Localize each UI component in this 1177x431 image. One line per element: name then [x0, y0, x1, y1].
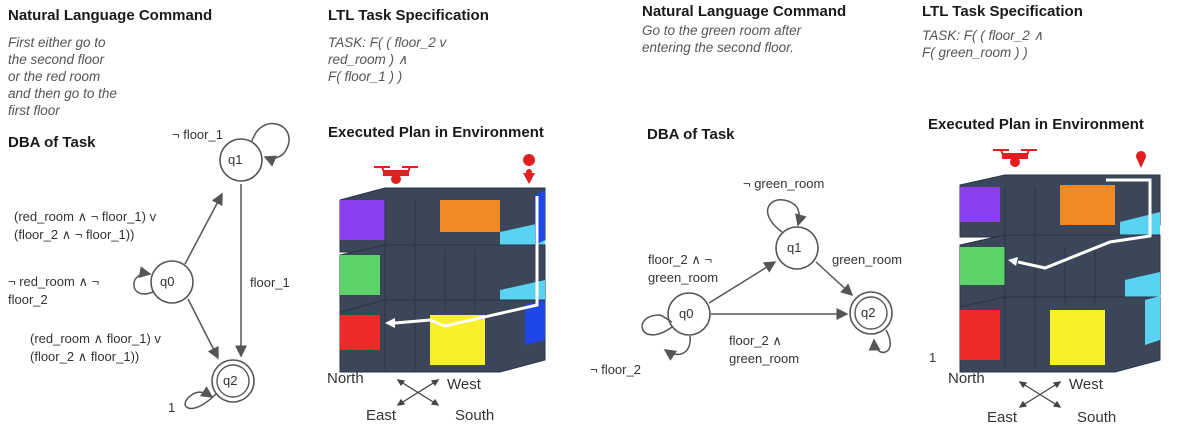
left-edge-q0-self-label: ¬ red_room ∧ ¬ floor_2 — [8, 273, 99, 309]
left-drone-icon — [374, 166, 418, 184]
right-edge-line: green_room — [729, 351, 800, 366]
right-plan-path — [1017, 178, 1152, 270]
right-edge-q1-q2 — [815, 261, 854, 297]
left-nl-title: Natural Language Command — [8, 7, 213, 24]
left-q1-label: q1 — [228, 152, 243, 167]
left-compass-east: East — [366, 407, 397, 424]
left-red-room — [340, 315, 380, 350]
left-q2-label: q2 — [223, 373, 238, 388]
right-orange-room — [1060, 185, 1115, 225]
right-ltl-line: TASK: F( ( floor_2 ∧ — [922, 28, 1044, 43]
left-nl-line: first floor — [8, 103, 60, 118]
left-state-q0 — [150, 260, 194, 304]
right-edge-q0-q1 — [708, 261, 777, 304]
left-edge-q0-q2-label: (red_room ∧ floor_1) v (floor_2 ∧ floor_… — [30, 330, 161, 366]
left-edge-q0-q1-label: (red_room ∧ ¬ floor_1) v (floor_2 ∧ ¬ fl… — [14, 208, 156, 244]
left-plan-path — [394, 196, 539, 328]
right-compass-south: South — [1077, 409, 1117, 426]
right-compass-west: West — [1069, 376, 1103, 393]
left-edge-line: (floor_2 ∧ ¬ floor_1)) — [14, 227, 135, 242]
left-edge-q1-q2-label: floor_1 — [250, 275, 290, 290]
left-green-room — [340, 255, 380, 295]
left-ltl-line: TASK: F( ( floor_2 v — [328, 35, 447, 50]
left-nl-text: First either go to the second floor or t… — [8, 34, 117, 119]
left-edge-line: (floor_2 ∧ floor_1)) — [30, 349, 140, 364]
right-compass-north: North — [948, 370, 985, 387]
left-ltl-text: TASK: F( ( floor_2 v red_room ) ∧ F( flo… — [328, 34, 446, 85]
right-edge-q0-q1-label: floor_2 ∧ ¬ green_room — [648, 251, 718, 287]
right-nl-line: Go to the green room after — [642, 23, 802, 38]
right-edge-q0-q2-label: floor_2 ∧ green_room — [729, 332, 799, 368]
left-nl-line: the second floor — [8, 52, 105, 67]
left-edge-q2-self — [184, 386, 217, 410]
left-dba-title: DBA of Task — [8, 134, 96, 151]
left-compass-west: West — [447, 376, 481, 393]
right-nl-text: Go to the green room after entering the … — [642, 22, 801, 56]
left-state-q1 — [219, 138, 263, 182]
left-yellow-room — [430, 315, 485, 365]
left-compass-north: North — [327, 370, 364, 387]
right-state-q1 — [775, 226, 819, 270]
left-purple-room — [340, 200, 385, 240]
right-q0-label: q0 — [679, 306, 694, 321]
right-edge-q1-self-label: ¬ green_room — [743, 176, 825, 191]
right-edge-line: floor_2 ∧ ¬ — [648, 252, 713, 267]
right-ltl-text: TASK: F( ( floor_2 ∧ F( green_room ) ) — [922, 27, 1043, 61]
right-q1-label: q1 — [787, 240, 802, 255]
right-compass-east: East — [987, 409, 1018, 426]
left-edge-line: (red_room ∧ ¬ floor_1) v — [14, 209, 157, 224]
right-q2-label: q2 — [861, 305, 876, 320]
right-edge-q2-self — [868, 329, 891, 354]
left-state-q2 — [211, 359, 255, 403]
right-drone-icon — [993, 149, 1037, 167]
right-edge-q2-self-label: 1 — [929, 350, 937, 365]
right-goal-pin-icon — [1136, 151, 1146, 168]
right-edge-q1-self — [767, 199, 807, 233]
right-state-q2 — [849, 291, 893, 335]
left-plan-title: Executed Plan in Environment — [328, 124, 544, 141]
right-nl-title: Natural Language Command — [642, 3, 847, 20]
right-ltl-title: LTL Task Specification — [922, 3, 1083, 20]
left-compass-south: South — [455, 407, 495, 424]
left-ltl-title: LTL Task Specification — [328, 7, 489, 24]
left-edge-q2-self-label: 1 — [168, 400, 176, 415]
right-edge-q0-self-a — [641, 314, 673, 336]
right-edge-q1-q2-label: green_room — [832, 252, 903, 267]
left-ltl-line: F( floor_1 ) ) — [328, 69, 403, 84]
left-edge-q0-q1 — [184, 192, 223, 265]
left-edge-q1-self — [251, 122, 290, 167]
right-plan-title: Executed Plan in Environment — [928, 116, 1144, 133]
right-edge-q0-self — [663, 335, 691, 361]
left-ltl-line: red_room ) ∧ — [328, 52, 408, 67]
left-edge-q1-self-label: ¬ floor_1 — [172, 127, 223, 142]
right-green-room — [960, 247, 1005, 285]
right-edge-q0-self-label: ¬ floor_2 — [590, 362, 641, 377]
left-edge-line: ¬ red_room ∧ ¬ — [8, 274, 100, 289]
right-edge-line: green_room — [648, 270, 719, 285]
right-ltl-line: F( green_room ) ) — [922, 45, 1028, 60]
left-nl-line: First either go to — [8, 35, 106, 50]
right-nl-line: entering the second floor. — [642, 40, 794, 55]
left-goal-pin-icon — [523, 154, 536, 184]
left-edge-line: (red_room ∧ floor_1) v — [30, 331, 161, 346]
right-dba-title: DBA of Task — [647, 126, 735, 143]
left-edge-q0-q2 — [187, 298, 219, 360]
right-yellow-room — [1050, 310, 1105, 365]
left-nl-line: or the red room — [8, 69, 101, 84]
left-nl-line: and then go to the — [8, 86, 117, 101]
left-compass-icon — [396, 379, 440, 406]
right-red-room — [960, 310, 1000, 360]
left-q0-label: q0 — [160, 274, 175, 289]
left-edge-line: floor_2 — [8, 292, 48, 307]
right-compass-icon — [1018, 381, 1062, 408]
left-edge-q0-self — [133, 266, 154, 295]
right-state-q0 — [667, 292, 711, 336]
left-orange-room — [440, 200, 500, 232]
right-edge-line: floor_2 ∧ — [729, 333, 782, 348]
right-purple-room — [960, 187, 1000, 222]
